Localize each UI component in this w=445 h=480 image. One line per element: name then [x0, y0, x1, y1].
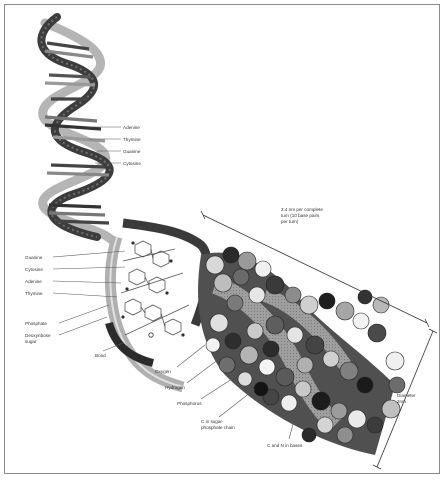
label-thymine-top: Thymine [123, 137, 141, 142]
label-adenine-left: Adenine [25, 279, 42, 284]
label-c-sugar-line1: C in sugar- [201, 419, 224, 424]
label-c-sugar-line2: phosphate chain [201, 425, 235, 430]
label-phosphate-left: Phosphate [25, 321, 47, 326]
label-turn-line2: turn (10 base pairs [281, 213, 320, 218]
label-phosphorus: Phosphorus [177, 401, 202, 406]
label-diameter-line2: 2nm [397, 399, 406, 404]
label-c-n-bases: C and N in bases [267, 443, 303, 448]
space-filling-model [198, 247, 405, 455]
label-adenine-top: Adenine [123, 125, 140, 130]
label-hydrogen: Hydrogen [165, 385, 185, 390]
label-oxygen: Oxygen [155, 369, 171, 374]
label-thymine-left: Thymine [25, 291, 43, 296]
label-turn-line1: 3.4 nm per complete [281, 207, 323, 212]
label-guanine-left: Guanine [25, 255, 43, 260]
label-diameter-line1: Diameter [397, 393, 416, 398]
figure-frame: Adenine Thymine Guanine Cytosine 3.4 nm … [4, 4, 440, 474]
label-deoxyribose-line1: Deoxyribose [25, 333, 51, 338]
label-turn-line3: per turn) [281, 219, 299, 224]
dna-diagram: Adenine Thymine Guanine Cytosine 3.4 nm … [5, 5, 441, 475]
label-bond: Bond [95, 353, 106, 358]
label-cytosine-left: Cytosine [25, 267, 43, 272]
label-deoxyribose-line2: sugar [25, 339, 37, 344]
label-cytosine-top: Cytosine [123, 161, 141, 166]
label-guanine-top: Guanine [123, 149, 141, 154]
